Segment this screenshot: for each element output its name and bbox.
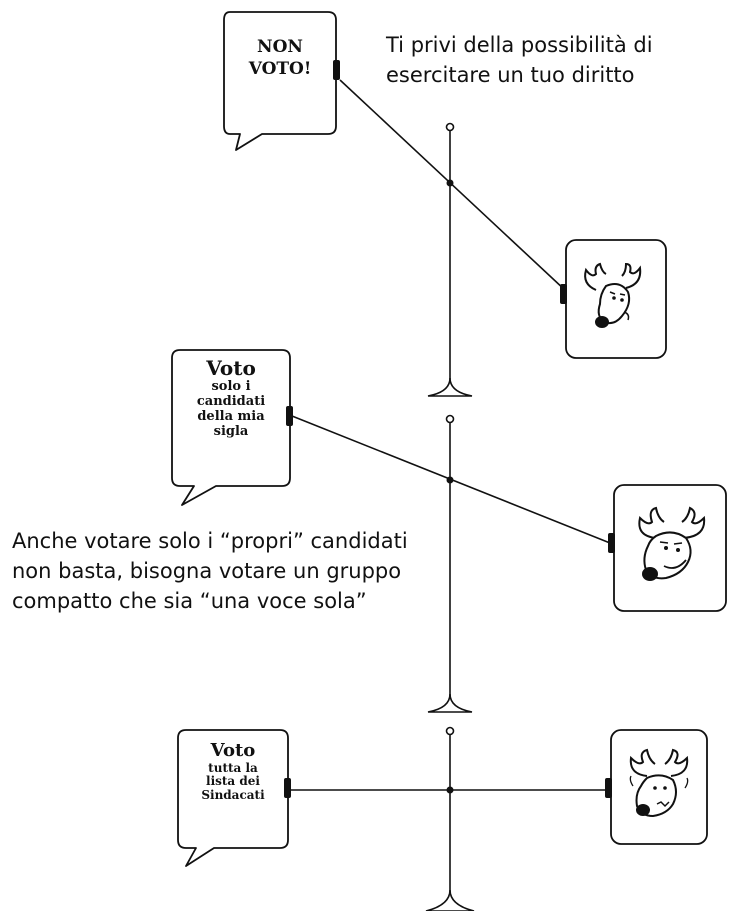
bubble-line: tutta la bbox=[208, 760, 258, 775]
speech-bubble-3 bbox=[177, 729, 291, 867]
bubble-line: della mia bbox=[197, 408, 265, 424]
speech-bubble-1 bbox=[223, 11, 340, 151]
speech-bubble-2 bbox=[171, 349, 293, 506]
bubble-line: sigla bbox=[213, 423, 249, 439]
caption-non-voto: Ti privi della possibilità di esercitare… bbox=[386, 33, 653, 88]
balance-scale-1 bbox=[339, 79, 567, 397]
balance-scale-3 bbox=[290, 726, 610, 911]
bubble-line: NON bbox=[257, 37, 303, 57]
balance-scale-2 bbox=[291, 414, 611, 713]
moose-anxious-icon bbox=[629, 748, 689, 818]
bubble-text-3: Voto tutta la lista dei Sindacati bbox=[181, 740, 285, 803]
caption-voto-sigla: Anche votare solo i “propri” candidati n… bbox=[12, 529, 408, 614]
bubble-line: Sindacati bbox=[201, 788, 265, 803]
bubble-line: solo i bbox=[211, 379, 251, 394]
bubble-line: VOTO! bbox=[248, 59, 312, 80]
bubble-line: candidati bbox=[196, 393, 266, 409]
bubble-text-2: Voto solo i candidati della mia sigla bbox=[176, 356, 286, 440]
moose-worried-smile-icon bbox=[638, 506, 706, 581]
bubble-line: lista dei bbox=[206, 774, 260, 789]
bubble-title: Voto bbox=[210, 740, 256, 761]
moose-sad-icon bbox=[584, 262, 642, 328]
bubble-text-1: NON VOTO! bbox=[228, 36, 332, 80]
bubble-title: Voto bbox=[206, 356, 256, 380]
